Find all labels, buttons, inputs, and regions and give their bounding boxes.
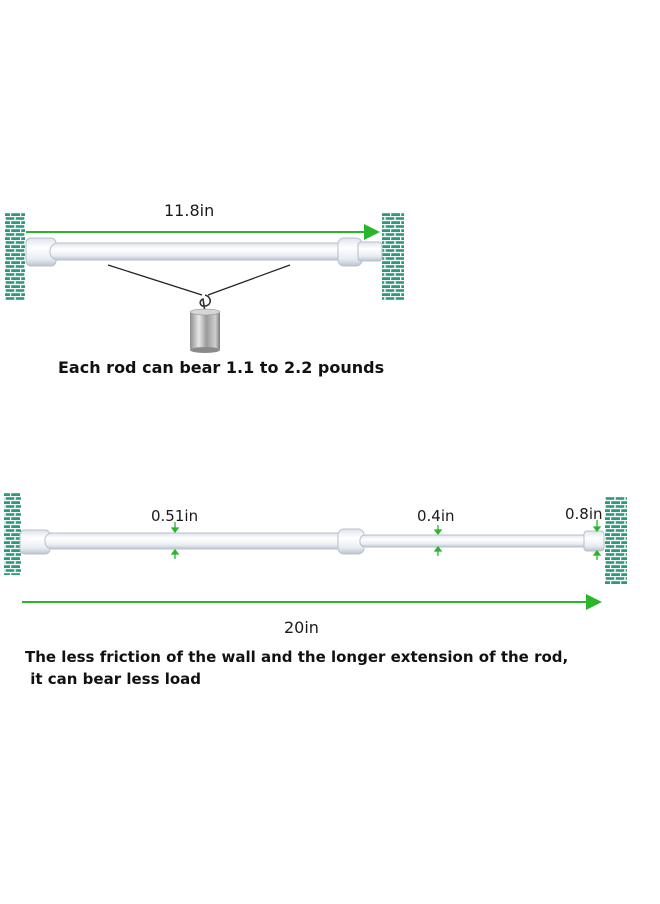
weight-cylinder	[189, 308, 221, 353]
load-caption-line-2: it can bear less load	[25, 670, 202, 688]
diameter-marker-3	[592, 520, 602, 560]
right-brick-wall-1	[382, 213, 404, 301]
diagram-1	[5, 213, 404, 353]
left-brick-wall-2	[4, 493, 21, 575]
length-label-2: 20in	[284, 618, 319, 637]
left-brick-wall-1	[5, 213, 25, 301]
diameter-marker-2	[433, 525, 443, 556]
tension-rod-1	[25, 237, 383, 267]
hook	[199, 294, 212, 313]
right-brick-wall-2	[605, 497, 627, 585]
diagram-2	[4, 493, 627, 610]
diameter-label-04: 0.4in	[417, 507, 455, 525]
tension-rod-2	[19, 528, 605, 555]
length-label-1: 11.8in	[164, 201, 215, 220]
diameter-marker-1	[170, 522, 180, 559]
capacity-caption: Each rod can bear 1.1 to 2.2 pounds	[58, 358, 385, 377]
load-caption-line-1: The less friction of the wall and the lo…	[25, 648, 569, 666]
hanging-strings	[107, 264, 291, 296]
diameter-label-051: 0.51in	[151, 507, 199, 525]
diameter-label-08: 0.8in	[565, 505, 603, 523]
